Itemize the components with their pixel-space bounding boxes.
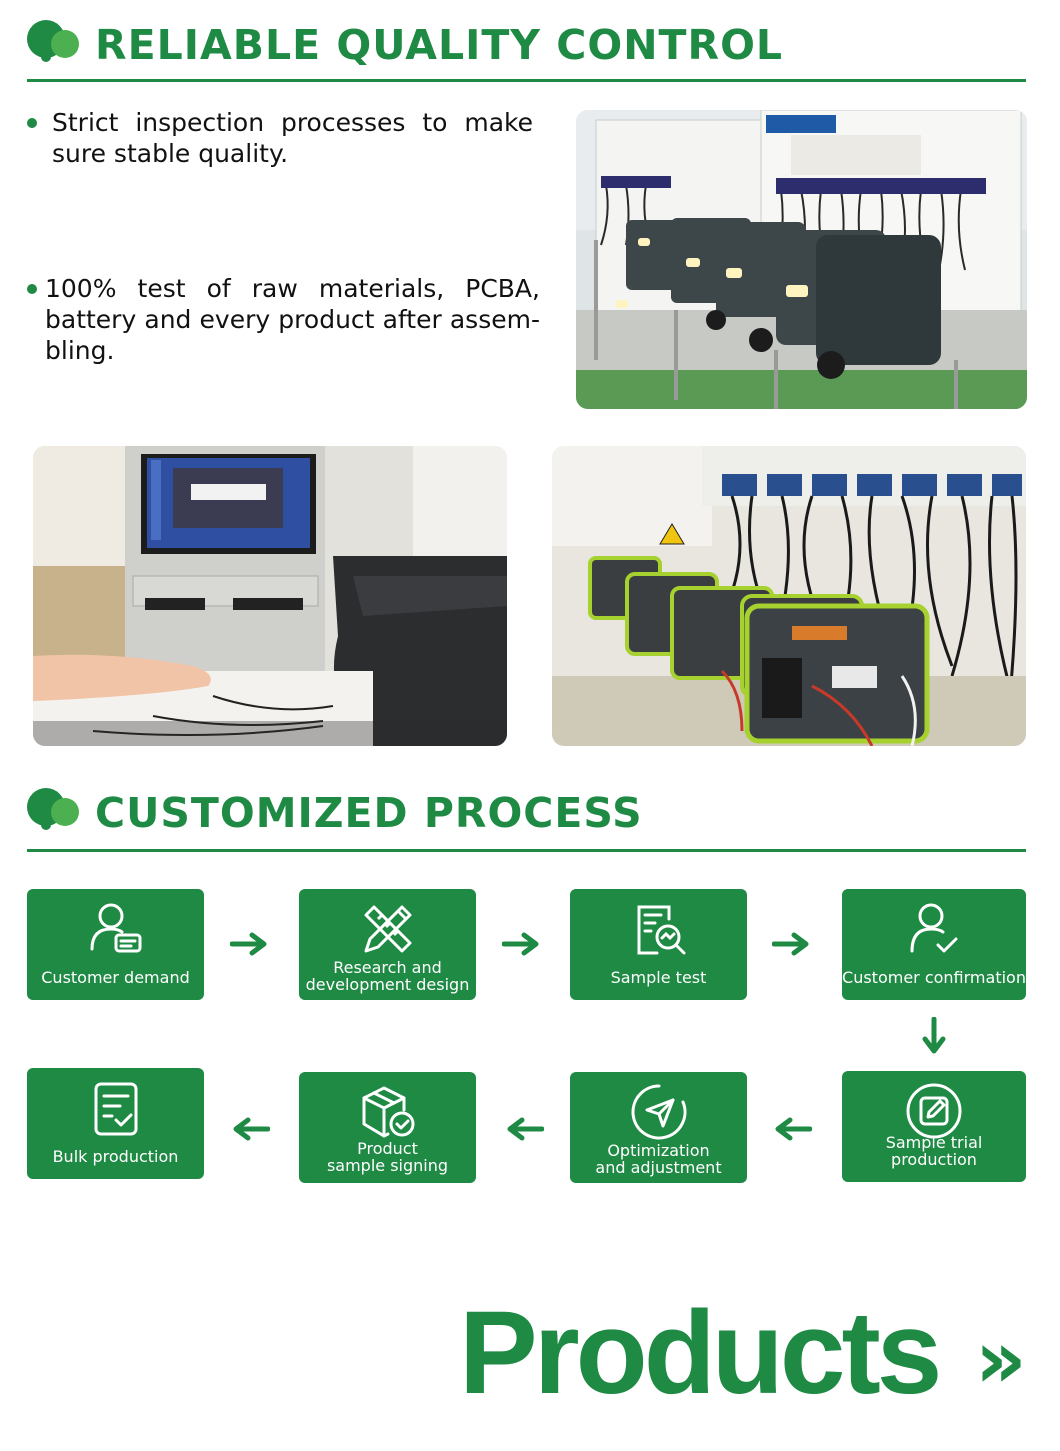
step-optimization-adjustment: Optimization and adjustment <box>570 1072 747 1183</box>
step-label: Sample trial production <box>885 1133 983 1169</box>
edit-circle-icon <box>906 1083 962 1139</box>
document-search-icon <box>637 905 685 955</box>
step-customer-demand: Customer demand <box>27 889 204 1000</box>
quality-bullet-1: Strict inspection processes to make sure… <box>27 107 533 169</box>
quality-divider <box>27 79 1026 82</box>
quality-bullet-2: 100% test of raw materials, PCBA, batter… <box>27 273 540 366</box>
user-check-icon <box>910 903 958 953</box>
brand-logo-icon <box>27 20 87 70</box>
step-sample-test: Sample test <box>570 889 747 1000</box>
brand-logo-icon <box>27 788 87 838</box>
step-label: Bulk production <box>52 1147 179 1166</box>
arrow-right-icon <box>230 932 267 956</box>
test-bench-photo <box>552 446 1026 746</box>
quality-bullet-2-text: 100% test of raw materials, PCBA, batter… <box>45 274 540 365</box>
test-lab-photo <box>576 110 1027 409</box>
step-label: Optimization and adjustment <box>595 1141 722 1177</box>
step-label: Customer confirmation <box>842 968 1026 987</box>
chevron-right-icon[interactable]: » <box>975 1313 1027 1406</box>
arrow-left-icon <box>233 1117 270 1141</box>
arrow-left-icon <box>507 1117 544 1141</box>
user-chat-icon <box>90 903 141 953</box>
step-rd-design: Research and development design <box>299 889 476 1000</box>
box-check-icon <box>362 1086 414 1138</box>
send-circle-icon <box>631 1084 686 1140</box>
arrow-left-icon <box>775 1117 812 1141</box>
step-label: Sample test <box>610 968 707 987</box>
step-sample-trial-production: Sample trial production <box>842 1071 1026 1182</box>
arrow-right-icon <box>502 932 539 956</box>
clipboard-check-icon <box>94 1082 137 1136</box>
process-section-title: CUSTOMIZED PROCESS <box>95 789 643 837</box>
bullet-dot-icon <box>27 284 37 294</box>
ruler-pencil-icon <box>364 905 411 953</box>
process-divider <box>27 849 1026 852</box>
bullet-dot-icon <box>27 118 37 128</box>
quality-section-title: RELIABLE QUALITY CONTROL <box>95 21 784 69</box>
step-label: Customer demand <box>41 968 190 987</box>
products-heading: Products <box>459 1287 942 1419</box>
step-label: Product sample signing <box>326 1139 449 1175</box>
arrow-down-icon <box>922 1017 946 1054</box>
step-label: Research and development design <box>305 958 470 994</box>
step-customer-confirmation: Customer confirmation <box>842 889 1026 1000</box>
quality-bullet-1-text: Strict inspection processes to make sure… <box>52 108 533 168</box>
step-product-sample-signing: Product sample signing <box>299 1072 476 1183</box>
workstation-photo <box>33 446 507 746</box>
arrow-right-icon <box>772 932 809 956</box>
step-bulk-production: Bulk production <box>27 1068 204 1179</box>
